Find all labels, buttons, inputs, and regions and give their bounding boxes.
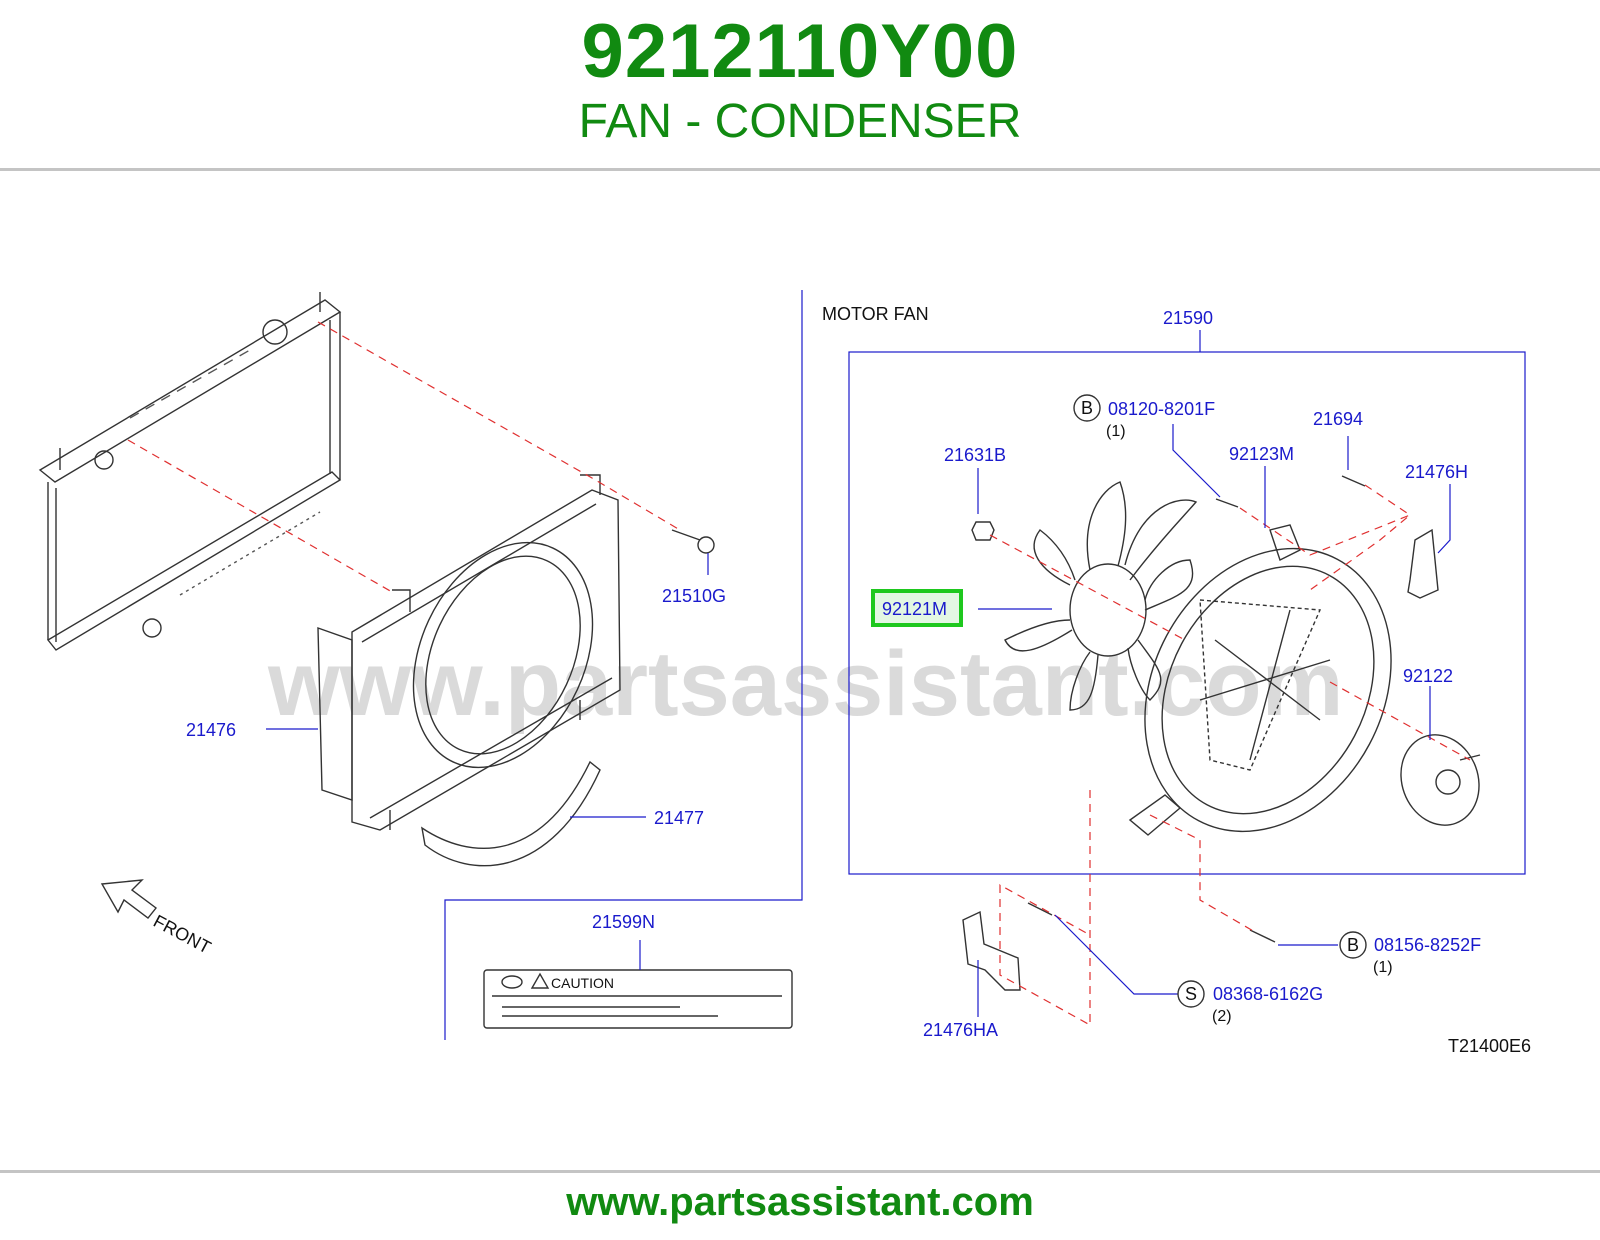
callout-21510g[interactable]: 21510G [662, 586, 726, 606]
screw-08120-drawing [1215, 498, 1239, 508]
section-divider [444, 290, 803, 1040]
assembly-line-21694 [1364, 484, 1411, 516]
callout-08368-6162g[interactable]: 08368-6162G [1213, 984, 1323, 1004]
assembly-line-motor [1329, 681, 1471, 761]
prefix-s-08368: S [1185, 984, 1197, 1004]
callout-21476h[interactable]: 21476H [1405, 462, 1468, 482]
section-title: MOTOR FAN [822, 304, 929, 324]
callout-08156-8252f[interactable]: 08156-8252F [1374, 935, 1481, 955]
leader-21476h [1437, 484, 1451, 554]
bracket-21476ha-drawing [962, 910, 1021, 991]
footer-divider [0, 1170, 1600, 1173]
fan-shroud-92123m-drawing [1128, 524, 1392, 836]
qty-08156: (1) [1373, 959, 1393, 976]
prefix-circle-08120 [1073, 394, 1101, 422]
page-header: 9212110Y00 FAN - CONDENSER [0, 0, 1600, 168]
part-name-subtitle: FAN - CONDENSER [578, 95, 1022, 148]
assembly-line-bottom-left [999, 790, 1091, 1027]
shroud-21476-drawing [317, 474, 621, 831]
caution-label-21599n: CAUTION [483, 969, 793, 1029]
fan-blade-92121m-drawing [1004, 481, 1198, 711]
callout-08120-8201f[interactable]: 08120-8201F [1108, 399, 1215, 419]
nut-21631b-drawing [971, 521, 995, 541]
callout-21631b[interactable]: 21631B [944, 445, 1006, 465]
assembly-line-top [1239, 507, 1411, 591]
prefix-circle-08368 [1177, 980, 1205, 1008]
motor-92122-drawing [1400, 734, 1481, 826]
footer-url[interactable]: www.partsassistant.com [566, 1180, 1034, 1224]
lower-shroud-21477-drawing [421, 760, 601, 867]
screw-08156-drawing [1249, 929, 1276, 943]
callout-21477[interactable]: 21477 [654, 808, 704, 828]
leader-08368 [1054, 914, 1178, 995]
motor-fan-box [848, 351, 1526, 875]
front-label: FRONT [150, 911, 214, 958]
caution-text: CAUTION [551, 975, 614, 991]
part-number-title: 9212110Y00 [581, 9, 1019, 94]
callout-21590[interactable]: 21590 [1163, 308, 1213, 328]
callout-21476[interactable]: 21476 [186, 720, 236, 740]
assembly-line-upper [317, 321, 681, 531]
qty-08368: (2) [1212, 1008, 1232, 1025]
callout-92122[interactable]: 92122 [1403, 666, 1453, 686]
prefix-b-08120: B [1081, 398, 1093, 418]
leader-08120 [1172, 424, 1221, 498]
screw-08368-drawing [1027, 902, 1053, 916]
callout-21476ha[interactable]: 21476HA [923, 1020, 998, 1040]
prefix-b-08156: B [1347, 935, 1359, 955]
header-divider [0, 168, 1600, 171]
drawing-code: T21400E6 [1448, 1036, 1531, 1056]
bracket-21476h-drawing [1407, 528, 1439, 599]
radiator-drawing [38, 292, 342, 651]
callout-21599n[interactable]: 21599N [592, 912, 655, 932]
screw-21510g-drawing [671, 529, 715, 554]
assembly-line-lower [127, 439, 393, 593]
prefix-circle-08156 [1339, 931, 1367, 959]
watermark-text: www.partsassistant.com [267, 633, 1343, 735]
screw-21694-drawing [1341, 475, 1366, 487]
highlight-box-92121m [871, 589, 963, 627]
assembly-line-bottom-right [1149, 814, 1256, 933]
assembly-line-fan [989, 534, 1186, 641]
callout-92121m[interactable]: 92121M [882, 599, 947, 619]
callout-21694[interactable]: 21694 [1313, 409, 1363, 429]
qty-08120: (1) [1106, 423, 1126, 440]
front-arrow-icon [100, 879, 157, 919]
callout-92123m[interactable]: 92123M [1229, 444, 1294, 464]
